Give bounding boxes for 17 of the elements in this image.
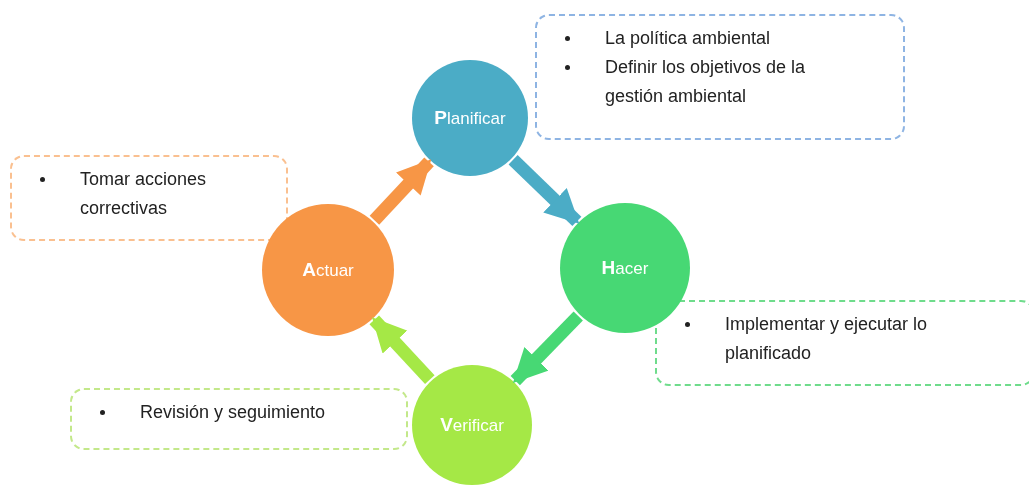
step-label: Verificar xyxy=(440,414,504,436)
note-box xyxy=(70,388,408,450)
bullet-text: Tomar acciones correctivas xyxy=(80,169,207,218)
bullet-text: Definir los objetivos de la gestión ambiental xyxy=(605,57,806,106)
arrow xyxy=(508,155,582,227)
note-box xyxy=(10,155,288,241)
step-label: Hacer xyxy=(601,257,649,279)
step-label: Planificar xyxy=(434,107,506,129)
step-label: Actuar xyxy=(302,259,354,281)
note-box xyxy=(535,14,905,140)
bullet-text: La política ambiental xyxy=(605,28,771,48)
note-box xyxy=(655,300,1029,386)
bullet-text: Implementar y ejecutar lo planificado xyxy=(725,314,928,363)
bullet-text: Revisión y seguimiento xyxy=(140,402,326,422)
arrow xyxy=(369,157,434,225)
arrow xyxy=(510,311,583,386)
arrow xyxy=(369,315,435,384)
